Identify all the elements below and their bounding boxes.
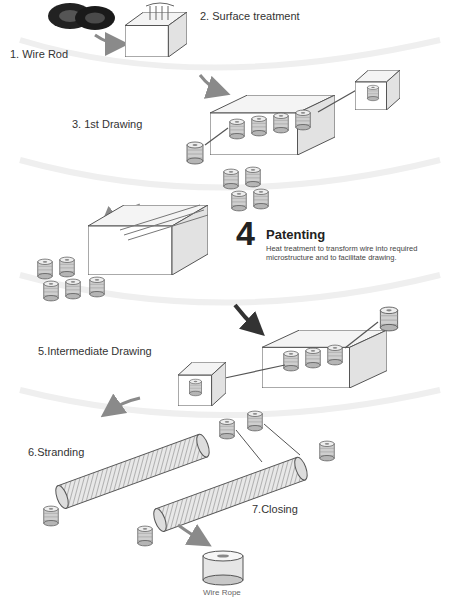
step-label: 2. Surface treatment [200, 10, 300, 23]
step-label: 7.Closing [252, 503, 298, 516]
step-note: Heat treatment to transform wire into re… [266, 245, 448, 262]
step-title: Patenting [266, 228, 325, 243]
step-label: 6.Stranding [28, 446, 84, 459]
step-number: 4 [236, 214, 255, 253]
step-label: 5.Intermediate Drawing [38, 345, 152, 358]
step-label: 1. Wire Rod [10, 48, 68, 61]
product-label: Wire Rope [203, 588, 241, 597]
step-label: 3. 1st Drawing [72, 118, 142, 131]
